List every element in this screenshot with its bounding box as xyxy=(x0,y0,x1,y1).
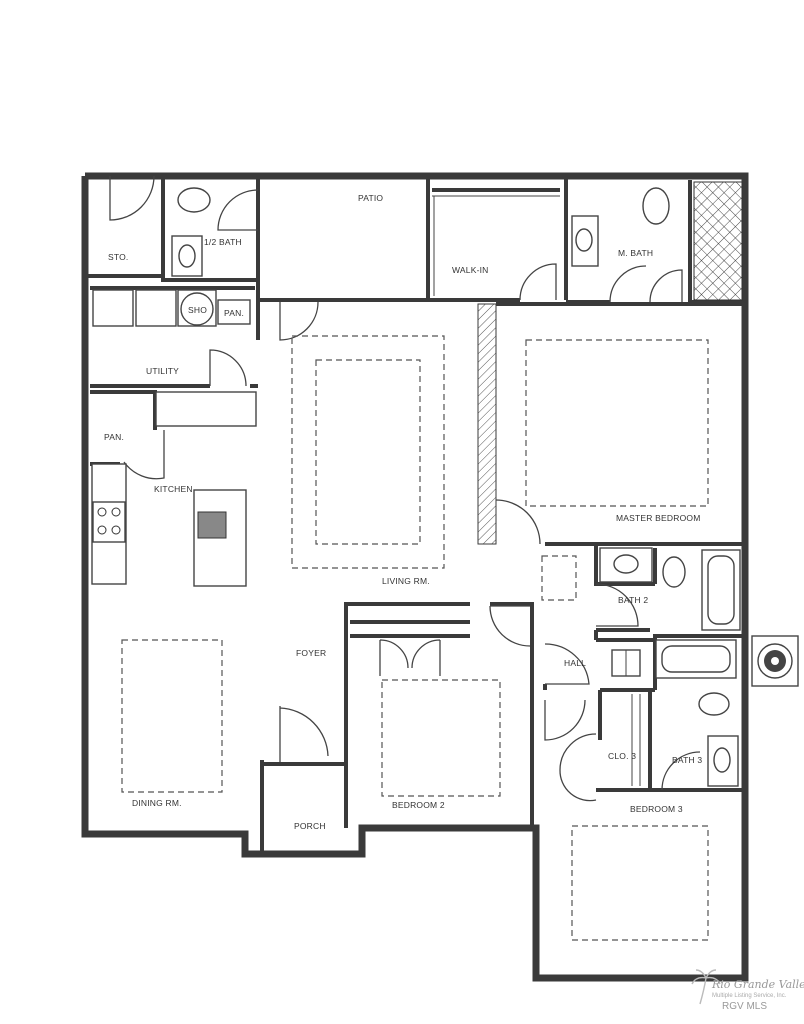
interior-walls xyxy=(85,176,745,854)
label-walk-in: WALK-IN xyxy=(452,265,489,275)
toilet-icon xyxy=(698,692,730,716)
label-patio: PATIO xyxy=(358,193,383,203)
exterior-walls xyxy=(81,172,749,982)
label-storage: STO. xyxy=(108,252,128,262)
furniture-outlines xyxy=(121,335,709,941)
toilet-icon xyxy=(662,556,686,588)
fixtures xyxy=(91,181,799,787)
dining-table xyxy=(121,639,223,793)
label-bedroom-3: BEDROOM 3 xyxy=(630,804,683,814)
label-kitchen-pantry: PAN. xyxy=(104,432,124,442)
label-utility-pantry: PAN. xyxy=(224,308,244,318)
logo-line-3: RGV MLS xyxy=(722,1001,767,1012)
label-bedroom-2: BEDROOM 2 xyxy=(392,800,445,810)
room-labels: STO. 1/2 BATH PATIO WALK-IN M. BATH SHO … xyxy=(104,193,702,831)
dryer-icon xyxy=(135,289,177,327)
label-master-bedroom: MASTER BEDROOM xyxy=(616,513,701,523)
toilet-icon xyxy=(642,187,670,225)
stove-icon xyxy=(92,501,126,543)
label-kitchen: KITCHEN xyxy=(154,484,193,494)
label-closet-3: CLO. 3 xyxy=(608,751,636,761)
doors xyxy=(109,175,701,802)
logo-line-2: Multiple Listing Service, Inc. xyxy=(712,993,787,999)
sink-icon xyxy=(575,228,593,252)
label-bath-3: BATH 3 xyxy=(672,755,702,765)
label-half-bath: 1/2 BATH xyxy=(204,237,242,247)
label-utility: UTILITY xyxy=(146,366,179,376)
sink-icon xyxy=(197,511,227,539)
bedroom-3-bed xyxy=(571,825,709,941)
label-dryer: SHO xyxy=(188,305,207,315)
master-bed xyxy=(525,339,709,507)
label-foyer: FOYER xyxy=(296,648,326,658)
label-hall: HALL xyxy=(564,658,586,668)
label-master-bath: M. BATH xyxy=(618,248,653,258)
label-living: LIVING RM. xyxy=(382,576,430,586)
logo-line-1: Rio Grande Valley xyxy=(711,978,804,991)
palm-tree-icon xyxy=(691,969,721,1005)
bedroom-2-bed xyxy=(381,679,501,797)
shower-icon xyxy=(693,181,743,301)
sink-icon xyxy=(613,554,639,574)
sink-icon xyxy=(713,747,731,773)
rgv-mls-logo: Rio Grande Valley Multiple Listing Servi… xyxy=(691,969,804,1012)
label-porch: PORCH xyxy=(294,821,326,831)
label-dining: DINING RM. xyxy=(132,798,182,808)
living-rug xyxy=(291,335,445,569)
label-bath-2: BATH 2 xyxy=(618,595,648,605)
kitchen-counter xyxy=(155,391,257,427)
toilet-icon xyxy=(177,187,211,213)
washer-icon xyxy=(92,289,134,327)
